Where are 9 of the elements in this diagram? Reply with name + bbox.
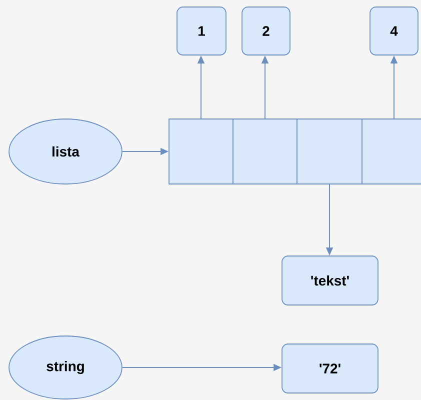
list-cell [362,118,421,184]
value-box: '72' [282,344,378,394]
value-box: 2 [242,6,290,56]
list-cell [232,118,298,184]
value-box: 4 [370,6,418,56]
list-cell [296,118,362,184]
list-cell [168,118,234,184]
value-box: 1 [176,6,226,56]
value-box: 'tekst' [282,256,378,306]
